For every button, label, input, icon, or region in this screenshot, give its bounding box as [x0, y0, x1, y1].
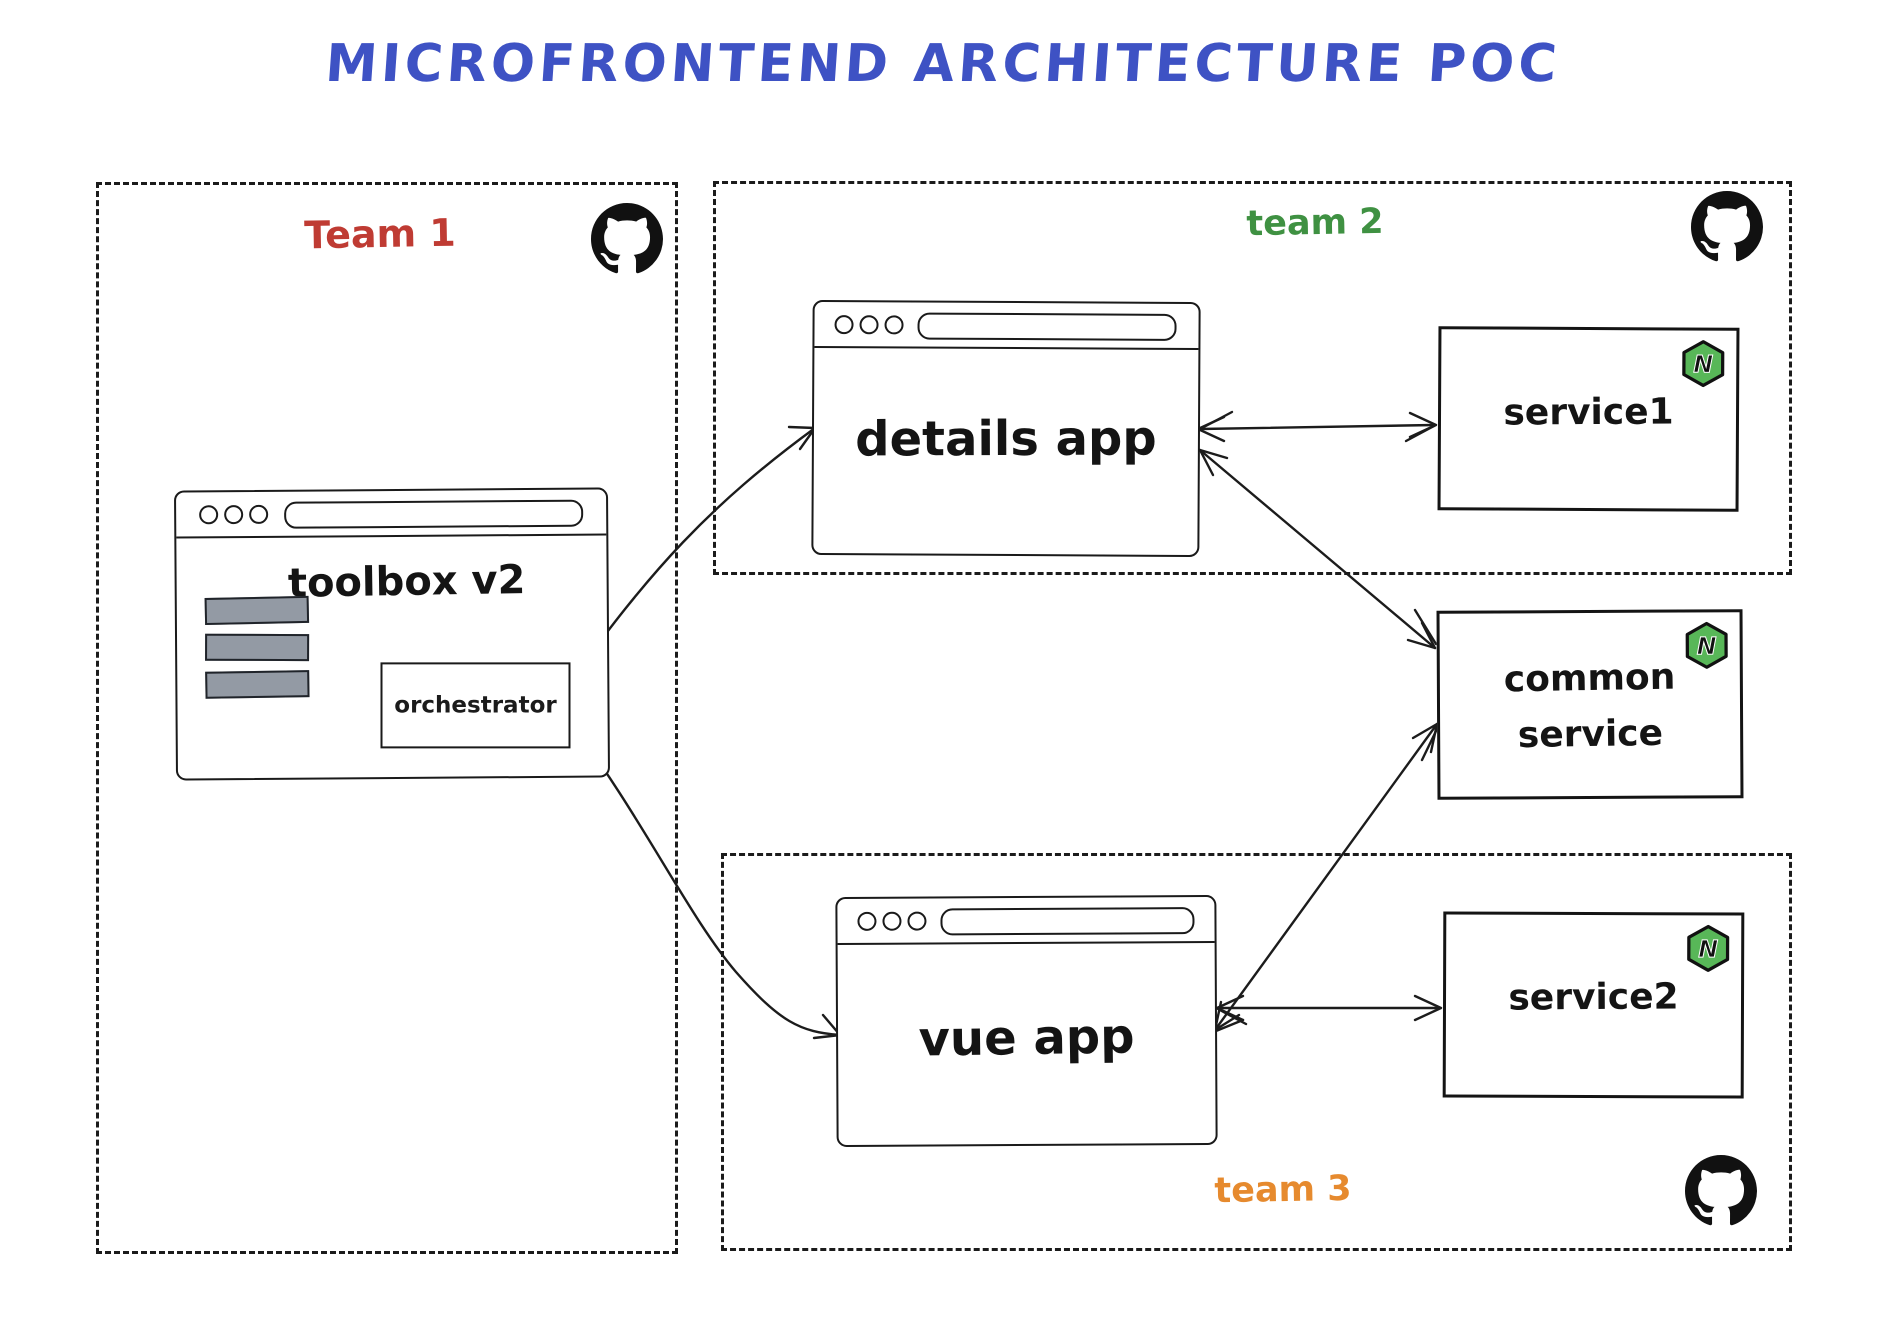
url-bar	[940, 907, 1195, 936]
window-dot-icon	[249, 504, 269, 524]
team1-label: Team 1	[303, 210, 457, 258]
window-dot-icon	[884, 315, 904, 335]
window-dot-icon	[882, 911, 902, 931]
browser-chrome	[814, 301, 1199, 351]
window-dot-icon	[907, 911, 927, 931]
github-icon	[1685, 1155, 1757, 1226]
details-app-title: details app	[855, 410, 1157, 468]
service1-box: service1 N	[1437, 326, 1740, 512]
toolbox-browser-window: toolbox v2 orchestrator	[173, 487, 611, 781]
nest-letter: N	[1697, 632, 1717, 660]
url-bar	[917, 312, 1177, 341]
arrowhead	[1413, 608, 1438, 646]
common-service-label-line2: service	[1517, 712, 1664, 756]
service2-box: service2 N	[1442, 911, 1745, 1099]
team1-group-box	[96, 182, 678, 1254]
nest-letter: N	[1698, 935, 1718, 963]
content-placeholder-bar	[205, 670, 310, 699]
orchestrator-box: orchestrator	[380, 662, 571, 749]
team2-group-box	[713, 181, 1792, 575]
team3-group-box	[721, 853, 1792, 1251]
vue-app-browser-window: vue app	[835, 895, 1218, 1147]
browser-chrome	[176, 489, 607, 539]
team3-label: team 3	[1214, 1168, 1352, 1212]
url-bar	[284, 499, 584, 529]
arrowhead	[1420, 725, 1440, 762]
nestjs-icon: N	[1682, 340, 1725, 388]
window-dot-icon	[199, 505, 219, 525]
window-dot-icon	[834, 315, 854, 335]
orchestrator-label: orchestrator	[394, 692, 557, 719]
content-placeholder-bar	[204, 595, 310, 626]
browser-chrome	[837, 897, 1215, 945]
window-dot-icon	[859, 315, 879, 335]
team2-label: team 2	[1246, 201, 1384, 245]
details-app-browser-window: details app	[811, 299, 1201, 558]
window-dot-icon	[224, 505, 244, 525]
service2-label: service2	[1508, 976, 1679, 1019]
nestjs-icon: N	[1685, 621, 1728, 669]
content-placeholder-bar	[205, 633, 310, 662]
vue-app-title: vue app	[918, 1008, 1135, 1068]
window-dot-icon	[857, 911, 877, 931]
arrowhead	[1406, 621, 1437, 650]
github-icon	[591, 203, 663, 274]
nest-letter: N	[1693, 350, 1713, 378]
common-service-box: common service N	[1436, 609, 1744, 800]
page-title: MICROFRONTEND ARCHITECTURE POC	[323, 34, 1563, 94]
nestjs-icon: N	[1687, 924, 1730, 972]
arrowhead	[1411, 722, 1439, 754]
github-icon	[1691, 191, 1763, 262]
service1-label: service1	[1503, 391, 1674, 434]
